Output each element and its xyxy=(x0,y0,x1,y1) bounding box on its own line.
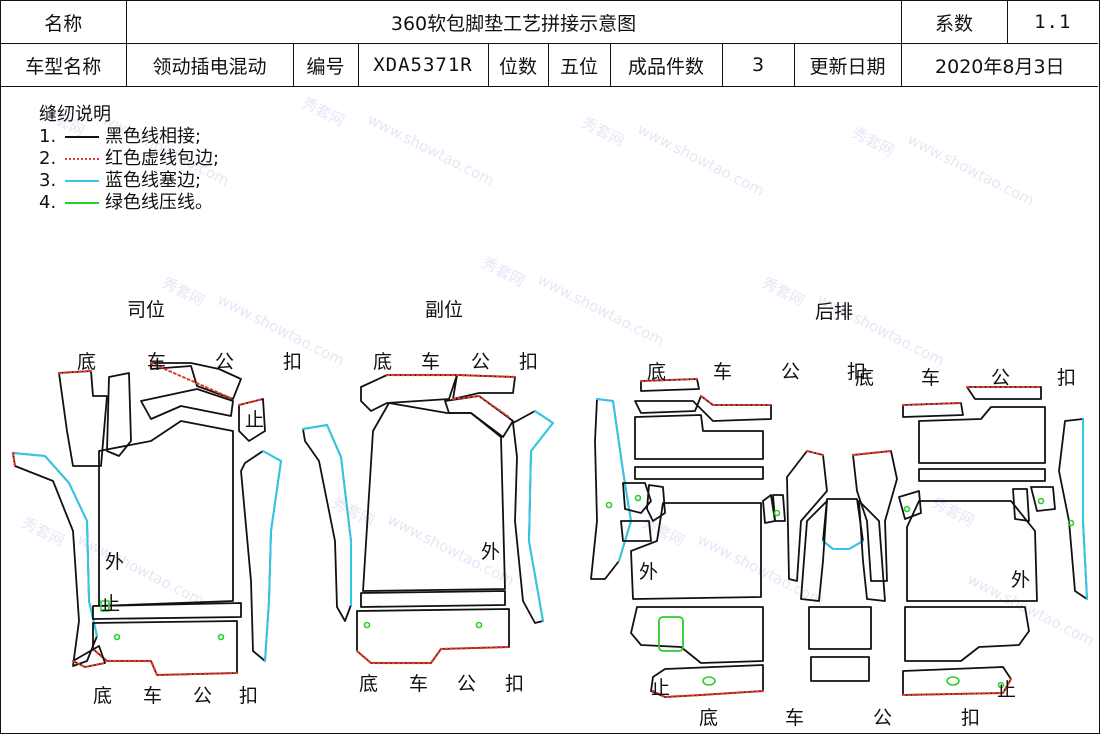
watermark-cn: 秀套网 xyxy=(329,493,378,531)
fastener-label: 车 xyxy=(785,707,805,729)
legend-text: 蓝色线塞边; xyxy=(105,170,202,191)
fastener-label: 底 xyxy=(373,351,393,373)
fastener-label: 底 xyxy=(359,673,379,695)
fastener-label: 扣 xyxy=(961,707,981,729)
fastener-label: 扣 xyxy=(1057,367,1077,389)
coef-value: 1.1 xyxy=(1006,1,1099,44)
legend-text: 红色虚线包边; xyxy=(105,148,220,169)
fastener-label: 底 xyxy=(855,367,875,389)
seats-value: 五位 xyxy=(547,43,611,87)
stop-mark: 止 xyxy=(101,593,121,615)
code-label: 编号 xyxy=(292,43,359,87)
stop-mark: 止 xyxy=(651,677,671,699)
fastener-label: 车 xyxy=(147,351,167,373)
model-value: 领动插电混动 xyxy=(125,43,294,87)
watermark-cn: 秀套网 xyxy=(159,273,208,311)
legend-text: 绿色线压线。 xyxy=(105,192,213,213)
legend-num: 1. xyxy=(39,126,57,147)
legend-num: 3. xyxy=(39,170,57,191)
document-title: 360软包脚垫工艺拼接示意图 xyxy=(125,1,902,44)
fastener-label: 公 xyxy=(457,673,477,695)
stop-mark: 止 xyxy=(997,679,1017,701)
fastener-label: 扣 xyxy=(847,361,867,383)
name-label: 名称 xyxy=(1,1,127,44)
watermark-url: www.showtao.com xyxy=(634,120,768,200)
sewing-legend: 缝纫说明 1. 黑色线相接; 2. 红色虚线包边; 3. 蓝色线塞边; 4. 绿… xyxy=(39,104,219,214)
section-title-rear: 后排 xyxy=(815,301,854,323)
black-line-swatch xyxy=(65,136,99,138)
outside-mark: 外 xyxy=(481,541,501,563)
watermark-cn: 秀套网 xyxy=(579,113,628,151)
fastener-label: 公 xyxy=(991,367,1011,389)
fastener-label: 底 xyxy=(77,351,97,373)
watermark-cn: 秀套网 xyxy=(849,123,898,161)
fastener-label: 扣 xyxy=(505,673,525,695)
watermark-url: www.showtao.com xyxy=(904,130,1038,210)
legend-num: 4. xyxy=(39,192,57,213)
fastener-label: 底 xyxy=(647,361,667,383)
watermark-cn: 秀套网 xyxy=(479,253,528,291)
fastener-label: 扣 xyxy=(519,351,539,373)
fastener-label: 车 xyxy=(143,685,163,707)
coef-label: 系数 xyxy=(900,1,1008,44)
fastener-label: 底 xyxy=(93,685,113,707)
fastener-label: 公 xyxy=(781,361,801,383)
watermark-url: www.showtao.com xyxy=(214,290,348,370)
pieces-value: 3 xyxy=(721,43,795,87)
watermark-cn: 秀套网 xyxy=(639,513,688,551)
legend-title: 缝纫说明 xyxy=(39,104,111,125)
fastener-label: 公 xyxy=(215,351,235,373)
watermark-cn: 秀套网 xyxy=(19,513,68,551)
fastener-label: 公 xyxy=(471,351,491,373)
watermark-cn: 秀套网 xyxy=(299,93,348,131)
section-title-passenger: 副位 xyxy=(425,299,464,321)
fastener-label: 公 xyxy=(193,685,213,707)
model-label: 车型名称 xyxy=(1,43,127,87)
stop-mark: 止 xyxy=(245,409,265,431)
fastener-label: 车 xyxy=(713,361,733,383)
seats-label: 位数 xyxy=(487,43,549,87)
fastener-label: 车 xyxy=(421,351,441,373)
green-line-swatch xyxy=(65,202,99,204)
legend-item-black: 1. 黑色线相接; xyxy=(39,126,219,148)
red-dotted-swatch xyxy=(65,158,99,160)
outside-mark: 外 xyxy=(105,551,125,573)
watermark-url: www.showtao.com xyxy=(534,270,668,350)
watermark-cn: 秀套网 xyxy=(759,273,808,311)
watermark-url: www.showtao.com xyxy=(74,530,208,610)
fastener-label: 车 xyxy=(921,367,941,389)
watermark-url: www.showtao.com xyxy=(364,110,498,190)
legend-num: 2. xyxy=(39,148,57,169)
legend-item-green: 4. 绿色线压线。 xyxy=(39,192,219,214)
code-value: XDA5371R xyxy=(357,43,489,87)
pieces-label: 成品件数 xyxy=(609,43,723,87)
outside-mark: 外 xyxy=(639,561,659,583)
watermark-url: www.showtao.com xyxy=(694,530,828,610)
watermark-url: www.showtao.com xyxy=(964,570,1098,650)
section-title-driver: 司位 xyxy=(127,299,166,321)
fastener-label: 扣 xyxy=(239,685,259,707)
cyan-line-swatch xyxy=(65,180,99,182)
outside-mark: 外 xyxy=(1011,569,1031,591)
watermark-cn: 秀套网 xyxy=(929,493,978,531)
header-table: 名称 360软包脚垫工艺拼接示意图 系数 1.1 车型名称 领动插电混动 编号 … xyxy=(1,1,1099,87)
legend-item-red: 2. 红色虚线包边; xyxy=(39,148,219,170)
date-label: 更新日期 xyxy=(793,43,902,87)
date-value: 2020年8月3日 xyxy=(900,43,1099,87)
fastener-label: 底 xyxy=(699,707,719,729)
fastener-label: 公 xyxy=(873,707,893,729)
driver-pattern xyxy=(11,362,282,677)
passenger-pattern xyxy=(302,373,554,665)
legend-item-cyan: 3. 蓝色线塞边; xyxy=(39,170,219,192)
fastener-label: 车 xyxy=(409,673,429,695)
fastener-label: 扣 xyxy=(283,351,303,373)
legend-text: 黑色线相接; xyxy=(105,126,202,147)
